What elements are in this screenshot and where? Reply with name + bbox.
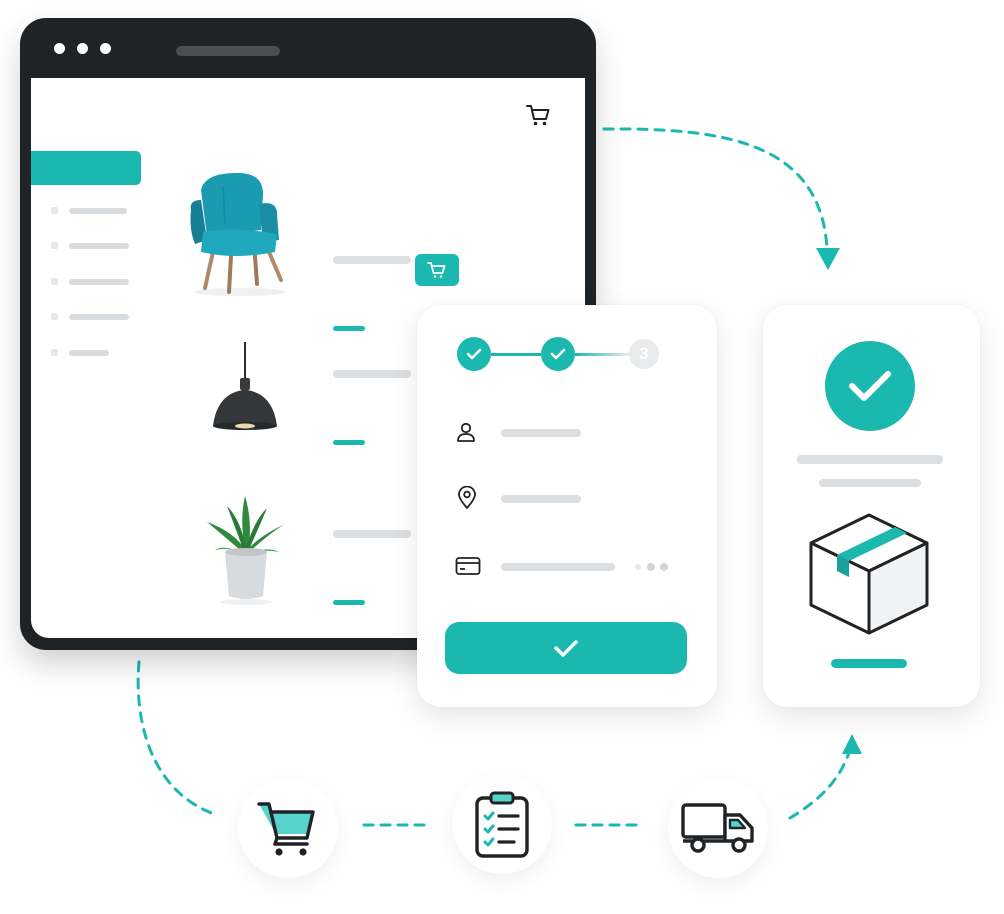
name-field[interactable] (455, 419, 675, 447)
confirmation-heading (797, 455, 943, 464)
credit-card-icon (455, 557, 481, 575)
info-icon (51, 349, 58, 356)
confirm-order-button[interactable] (445, 622, 687, 674)
arrowhead-up (842, 734, 862, 754)
armchair-image (190, 172, 286, 296)
sidebar-item[interactable] (51, 276, 131, 288)
confirmation-subtext (819, 479, 921, 487)
step-connector (575, 353, 629, 356)
product-title (333, 256, 411, 264)
product-title (333, 530, 411, 538)
step-2-complete[interactable] (541, 337, 575, 371)
check-icon (550, 348, 566, 360)
confirmation-status-bar (831, 659, 907, 668)
sidebar-item-label (69, 350, 109, 356)
user-icon (457, 422, 475, 442)
product-price (333, 440, 365, 445)
sidebar-item-label (69, 208, 127, 214)
payment-field-value (501, 563, 615, 571)
shopping-cart-icon (257, 802, 315, 856)
potted-plant-image (207, 496, 285, 605)
address-field-value (501, 495, 581, 503)
check-icon (849, 371, 891, 401)
step-1-complete[interactable] (457, 337, 491, 371)
clipboard-checklist-icon (475, 791, 529, 858)
arrow-browser-to-confirm (602, 127, 829, 250)
masked-digits (635, 563, 675, 571)
package-box-icon (809, 513, 929, 635)
order-confirmation-card (763, 305, 980, 707)
flow-step-order (452, 774, 552, 874)
address-bar[interactable] (176, 46, 280, 56)
cart-icon[interactable] (525, 102, 551, 128)
add-to-cart-button[interactable] (415, 254, 459, 286)
delivery-truck-icon (681, 803, 754, 853)
arrowhead-down (816, 248, 840, 270)
sidebar-item-active[interactable] (31, 151, 141, 185)
window-control-dot[interactable] (54, 43, 65, 54)
product-price (333, 326, 365, 331)
check-icon (466, 348, 482, 360)
product-card[interactable] (171, 488, 431, 628)
browser-title-bar (20, 18, 596, 78)
sidebar-item-label (69, 279, 129, 285)
chat-icon (51, 313, 58, 320)
check-circle-icon (825, 341, 915, 431)
pendant-lamp-image (213, 342, 277, 430)
payment-field[interactable] (455, 553, 695, 581)
arrow-truck-to-confirm (788, 748, 852, 820)
tag-icon (51, 242, 58, 249)
check-icon (554, 640, 578, 657)
step-3-pending[interactable]: 3 (629, 339, 659, 369)
checkout-card: 3 (417, 305, 717, 707)
sidebar-item[interactable] (51, 240, 131, 252)
step-connector (491, 353, 541, 356)
arrow-browser-to-cart (136, 660, 216, 816)
star-icon (51, 207, 58, 214)
sidebar-item-label (69, 314, 129, 320)
sidebar-item-label (69, 243, 129, 249)
flow-step-cart (238, 778, 338, 878)
window-control-dot[interactable] (77, 43, 88, 54)
sidebar (31, 78, 161, 638)
address-field[interactable] (455, 485, 675, 513)
checkout-stepper: 3 (457, 337, 667, 373)
window-control-dot[interactable] (100, 43, 111, 54)
flow-step-delivery (668, 778, 768, 878)
star-icon (51, 278, 58, 285)
product-title (333, 370, 411, 378)
product-price (333, 600, 365, 605)
sidebar-item[interactable] (51, 311, 131, 323)
location-pin-icon (458, 486, 476, 509)
sidebar-item[interactable] (51, 205, 131, 217)
name-field-value (501, 429, 581, 437)
sidebar-item[interactable] (51, 347, 131, 359)
product-card[interactable] (171, 328, 431, 468)
cart-icon (427, 262, 446, 278)
product-card[interactable] (171, 168, 503, 331)
